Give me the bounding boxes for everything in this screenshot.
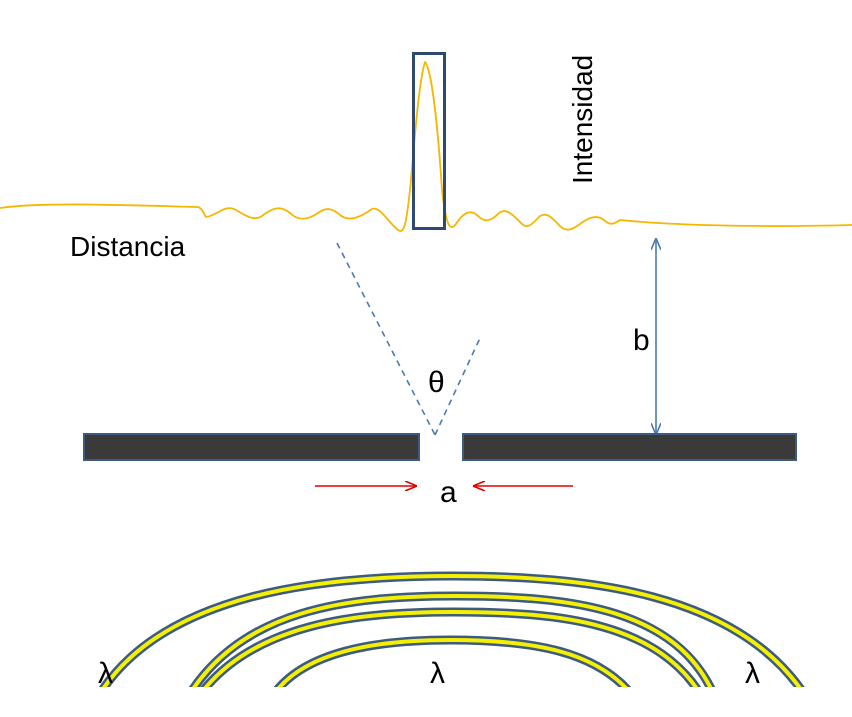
wavefront-third-core	[203, 609, 699, 687]
angle-line-right	[434, 337, 481, 436]
wavelength-label-center: λ	[430, 657, 445, 690]
barrier-left	[83, 433, 420, 461]
slit-width-label: a	[440, 476, 457, 509]
barrier-right	[462, 433, 797, 461]
intensity-curve	[0, 61, 852, 232]
angle-label: θ	[428, 366, 445, 399]
wavelength-label-left: λ	[98, 657, 113, 690]
intensity-axis-label: Intensidad	[567, 55, 598, 184]
wave-mask-bottom	[0, 687, 852, 717]
wavefront-second-core	[192, 593, 713, 687]
incident-wavefronts	[99, 571, 805, 687]
wavefront-inner-core	[277, 637, 628, 687]
wavelength-label-right: λ	[745, 657, 760, 690]
angle-line-left	[336, 242, 436, 436]
screen-distance-label: b	[633, 324, 650, 357]
intensity-peak-box	[412, 52, 446, 230]
distance-axis-label: Distancia	[70, 231, 186, 262]
wavefront-outer-core	[102, 573, 802, 687]
